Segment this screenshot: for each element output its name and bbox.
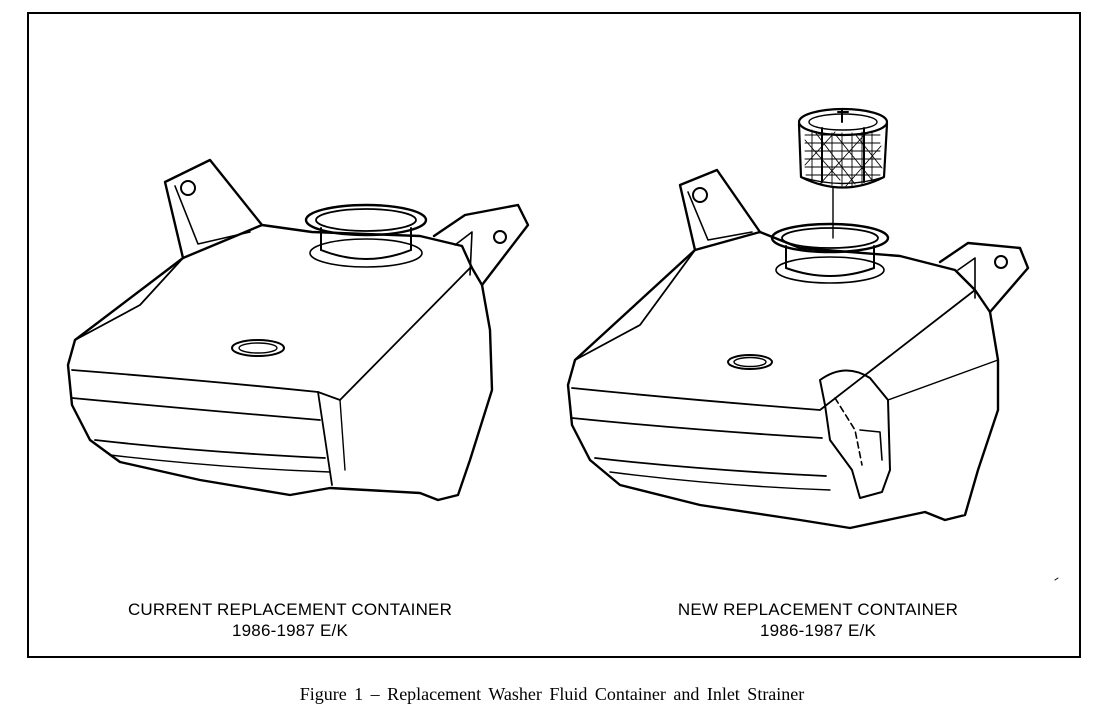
inlet-strainer-drawing: [797, 107, 889, 239]
new-container-title: NEW REPLACEMENT CONTAINER: [677, 600, 959, 619]
new-container-years: 1986-1987 E/K: [759, 621, 877, 640]
strainer-mesh: [804, 129, 883, 187]
container-body: [66, 223, 494, 502]
new-container-drawing: [566, 168, 1030, 530]
figure-frame: [27, 12, 1081, 658]
drain-notch: [819, 369, 891, 499]
scan-speck: [1054, 577, 1059, 581]
bracket-hole: [180, 180, 196, 196]
figure-caption: Figure 1 – Replacement Washer Fluid Cont…: [299, 684, 805, 704]
left-mounting-bracket: [678, 168, 762, 252]
right-mounting-bracket: [938, 241, 1030, 314]
current-container-drawing: [66, 158, 530, 502]
current-container-years: 1986-1987 E/K: [231, 621, 349, 640]
level-sensor-port: [727, 354, 773, 370]
new-container-label: NEW REPLACEMENT CONTAINER 1986-1987 E/K: [608, 599, 1028, 641]
right-mounting-bracket: [432, 203, 530, 287]
bracket-hole: [692, 187, 708, 203]
level-sensor-port: [231, 339, 285, 357]
current-container-label: CURRENT REPLACEMENT CONTAINER 1986-1987 …: [80, 599, 500, 641]
current-container-title: CURRENT REPLACEMENT CONTAINER: [127, 600, 453, 619]
bracket-hole: [493, 230, 507, 244]
bracket-hole: [994, 255, 1008, 269]
container-body: [566, 230, 1000, 530]
left-mounting-bracket: [163, 158, 264, 260]
